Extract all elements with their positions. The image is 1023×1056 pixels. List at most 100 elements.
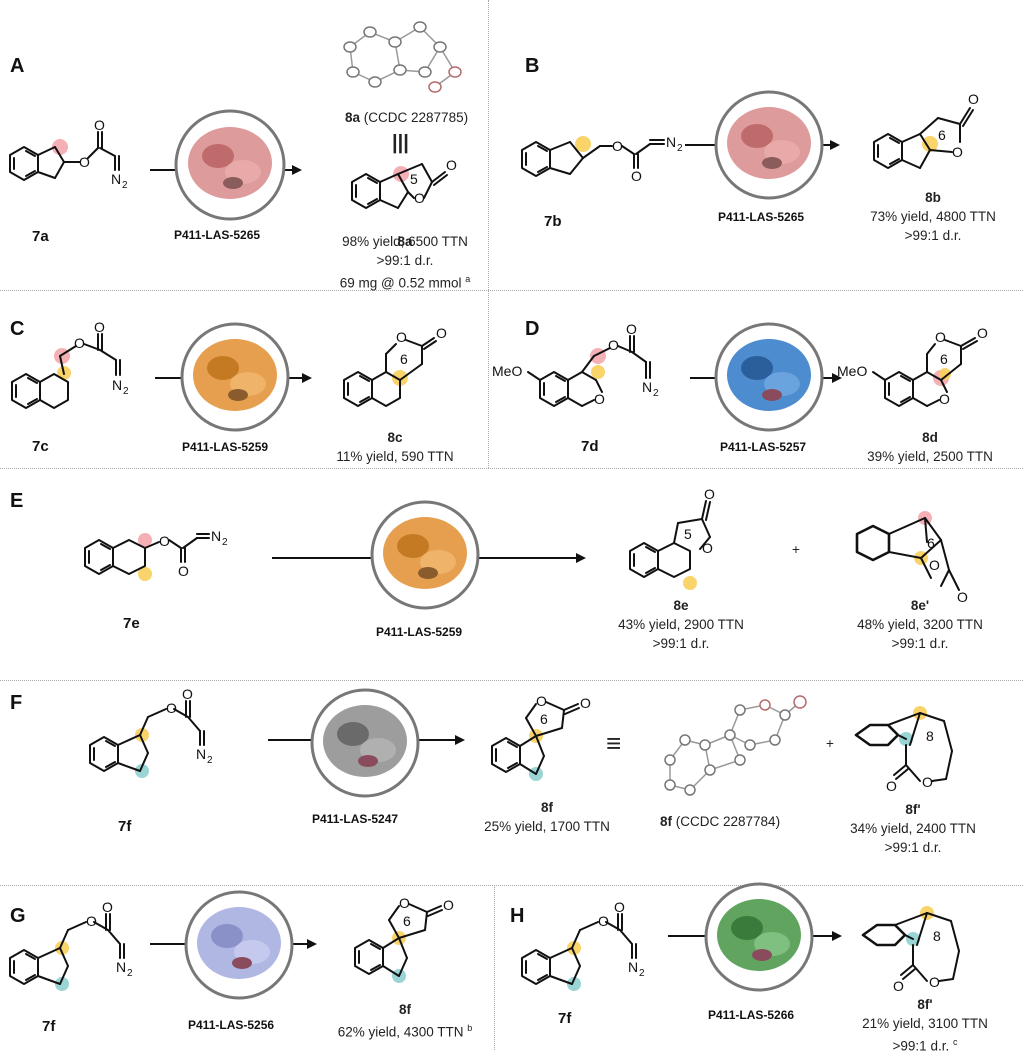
results-8a: 98% yield, 6500 TTN >99:1 d.r. 69 mg @ 0…	[339, 234, 471, 291]
svg-text:MeO: MeO	[492, 363, 522, 379]
svg-text:6: 6	[938, 127, 946, 143]
svg-text:N: N	[628, 959, 638, 975]
substrate-label: 7f	[118, 818, 132, 835]
panel-letter-e: E	[10, 490, 24, 512]
substrate-label: 7f	[558, 1010, 572, 1027]
substrate-label: 7a	[32, 228, 49, 245]
divider-row1	[0, 290, 1023, 291]
svg-text:O: O	[614, 899, 625, 915]
svg-text:O: O	[178, 563, 189, 579]
svg-text:2: 2	[639, 968, 645, 979]
svg-text:6: 6	[400, 351, 408, 367]
svg-text:2: 2	[207, 755, 213, 766]
svg-text:O: O	[929, 974, 940, 990]
svg-text:6: 6	[927, 535, 935, 551]
divider-gh	[494, 885, 495, 1050]
product-8f-prime-structure: O O 8	[854, 706, 953, 794]
svg-text:O: O	[399, 895, 410, 911]
svg-text:N: N	[116, 959, 126, 975]
divider-row3	[0, 680, 1023, 681]
svg-text:N: N	[112, 377, 122, 393]
svg-text:O: O	[580, 695, 591, 711]
crystal-structure-8f-image	[664, 695, 807, 796]
product-8f-structure: O O 6	[491, 693, 591, 781]
svg-text:O: O	[86, 913, 97, 929]
svg-text:O: O	[935, 329, 946, 345]
product-8c-structure: O O 6	[343, 325, 447, 407]
product-8b-structure: O O 6	[873, 91, 979, 169]
enzyme-pink-circle-icon	[714, 90, 824, 200]
enzyme-gray-circle-icon	[310, 688, 420, 798]
plus-sign: +	[792, 542, 800, 557]
substrate-label: 7e	[123, 615, 140, 632]
svg-text:O: O	[414, 190, 425, 206]
enzyme-label: P411-LAS-5256	[188, 1018, 275, 1032]
results-8f-g: 8f 62% yield, 4300 TTN b	[337, 1002, 473, 1040]
enzyme-label: P411-LAS-5259	[182, 440, 269, 454]
divider-cd	[488, 290, 489, 468]
svg-text:2: 2	[653, 388, 659, 399]
svg-text:O: O	[939, 391, 950, 407]
panel-letter-f: F	[10, 692, 23, 714]
equivalence-symbol: |||	[392, 132, 409, 154]
crystal-structure-8a-image	[343, 21, 462, 93]
reactive-site-marker	[922, 136, 938, 152]
results-8b: 8b 73% yield, 4800 TTN >99:1 d.r.	[870, 190, 996, 243]
substrate-label: 7c	[32, 438, 49, 455]
svg-text:8: 8	[933, 928, 941, 944]
svg-text:O: O	[977, 325, 988, 341]
enzyme-label: P411-LAS-5259	[376, 625, 463, 639]
reactive-site-marker	[575, 136, 591, 152]
svg-text:O: O	[159, 533, 170, 549]
svg-text:O: O	[968, 91, 979, 107]
enzyme-pink-circle-icon	[174, 109, 286, 221]
reactive-site-marker	[393, 166, 409, 182]
product-8e-prime-structure: O O 6	[855, 511, 968, 605]
svg-text:2: 2	[122, 180, 128, 191]
svg-text:O: O	[79, 154, 90, 170]
svg-text:O: O	[704, 486, 715, 502]
substrate-7f-structure: O O N 2	[521, 899, 645, 991]
substrate-7c-structure: O O N 2	[11, 319, 129, 409]
svg-text:O: O	[626, 321, 637, 337]
divider-row4	[0, 885, 1023, 886]
substrate-7d-structure: MeO O O O N 2	[492, 321, 659, 407]
svg-text:5: 5	[410, 171, 418, 187]
svg-text:O: O	[94, 319, 105, 335]
product-8e-structure: O O 5	[629, 486, 715, 590]
panel-letter-g: G	[10, 905, 26, 927]
panel-letter-b: B	[525, 55, 540, 77]
crystal-label: 8a (CCDC 2287785)	[345, 110, 469, 125]
enzyme-label: P411-LAS-5265	[718, 210, 805, 224]
results-8c: 8c 11% yield, 590 TTN	[336, 430, 454, 464]
svg-text:8: 8	[926, 728, 934, 744]
svg-text:O: O	[631, 168, 642, 184]
crystal-label: 8f (CCDC 2287784)	[660, 814, 781, 829]
product-info: 8a	[397, 234, 413, 249]
product-8d-structure: MeO O O O 6	[837, 325, 988, 407]
svg-text:6: 6	[540, 711, 548, 727]
substrate-7f-structure: O O N 2	[89, 686, 213, 778]
enzyme-green-circle-icon	[704, 882, 814, 992]
reactive-site-marker	[135, 764, 149, 778]
equivalence-symbol: ≡	[606, 728, 622, 758]
svg-text:O: O	[396, 329, 407, 345]
reactive-site-marker	[55, 941, 69, 955]
substrate-7b-structure: O O N 2	[521, 134, 683, 184]
results-8e-prime: 8e' 48% yield, 3200 TTN >99:1 d.r.	[857, 598, 983, 651]
svg-text:O: O	[608, 337, 619, 353]
reactive-site-marker	[138, 567, 152, 581]
svg-text:O: O	[436, 325, 447, 341]
svg-text:O: O	[74, 335, 85, 351]
svg-text:O: O	[166, 700, 177, 716]
reactive-site-marker	[567, 941, 581, 955]
results-8d: 8d 39% yield, 2500 TTN	[867, 430, 993, 464]
svg-text:O: O	[886, 778, 897, 794]
reactive-site-marker	[939, 368, 951, 380]
reactive-site-marker	[135, 728, 149, 742]
substrate-7f-structure: O O N 2	[9, 899, 133, 991]
panel-letter-c: C	[10, 318, 25, 340]
svg-text:2: 2	[127, 968, 133, 979]
enzyme-label: P411-LAS-5266	[708, 1008, 795, 1022]
reactive-site-marker	[138, 533, 152, 547]
